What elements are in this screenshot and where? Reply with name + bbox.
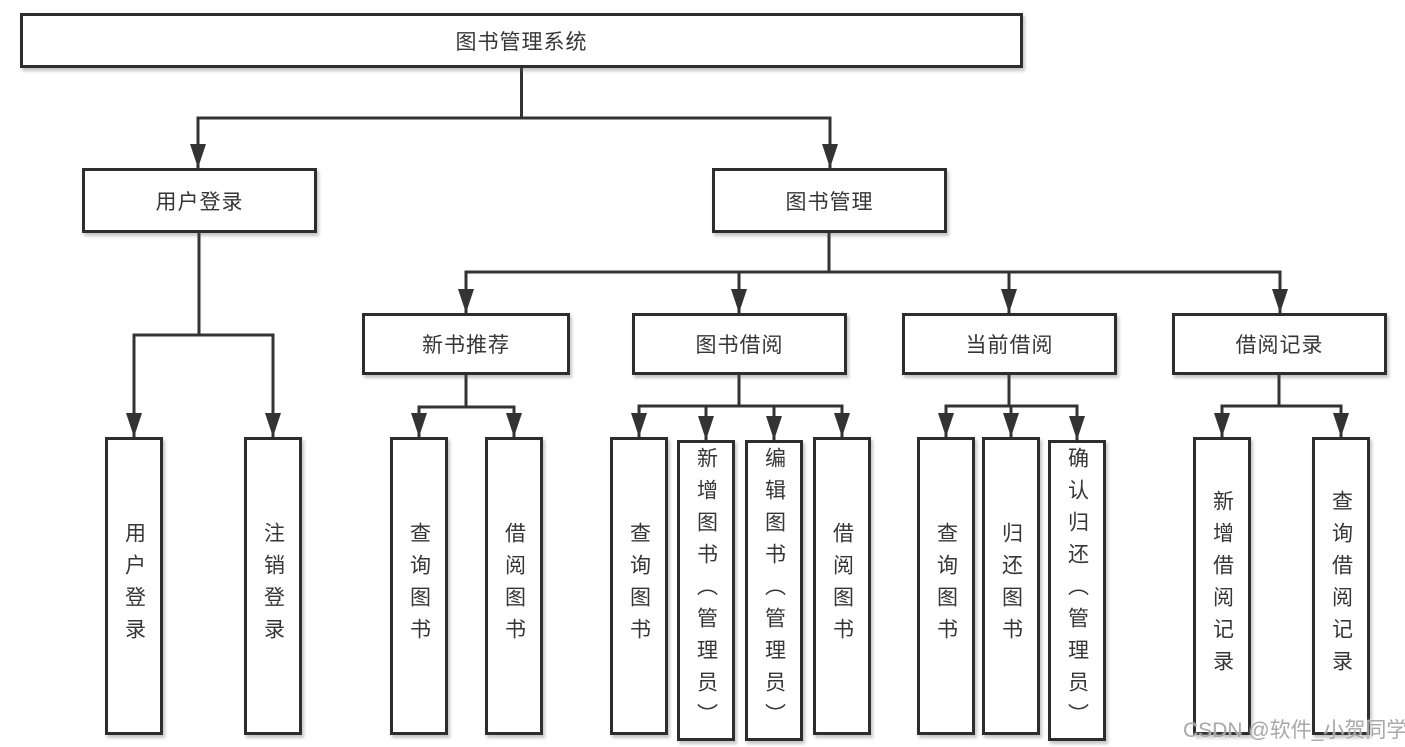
leaf-query-books-recommend: 查询图书: [390, 437, 448, 735]
node-current-borrowing: 当前借阅: [902, 313, 1117, 375]
watermark: CSDN @软件_小贺同学: [1183, 719, 1405, 742]
node-label: 图书借阅: [695, 334, 784, 357]
leaf-edit-book-admin: 编辑图书（管理员）: [745, 440, 803, 741]
leaf-query-books-current: 查询图书: [917, 437, 975, 735]
node-label: 查询图书: [407, 522, 431, 650]
node-label: 归还图书: [999, 522, 1023, 650]
node-label: 查询图书: [627, 522, 651, 650]
node-label: 用户登录: [122, 522, 146, 650]
leaf-borrow-books-borrowing: 借阅图书: [813, 437, 871, 735]
node-label: 借阅图书: [502, 522, 526, 650]
node-user-login: 用户登录: [82, 168, 317, 233]
node-label: 用户登录: [155, 190, 244, 214]
node-label: 新增借阅记录: [1210, 490, 1234, 682]
node-borrow-records: 借阅记录: [1172, 313, 1387, 375]
node-label: 新增图书（管理员）: [694, 446, 718, 735]
node-label: 确认归还（管理员）: [1065, 446, 1089, 735]
node-label: 图书管理系统: [455, 30, 588, 54]
leaf-return-books: 归还图书: [982, 437, 1040, 735]
leaf-confirm-return-admin: 确认归还（管理员）: [1048, 440, 1106, 741]
leaf-query-books-borrowing: 查询图书: [610, 437, 668, 735]
leaf-add-book-admin: 新增图书（管理员）: [677, 440, 735, 741]
leaf-query-borrow-record: 查询借阅记录: [1312, 437, 1370, 735]
node-book-management: 图书管理: [712, 168, 947, 233]
node-label: 当前借阅: [965, 334, 1054, 357]
node-label: 新书推荐: [422, 334, 510, 357]
node-label: 查询图书: [934, 522, 958, 650]
node-label: 注销登录: [261, 522, 285, 650]
node-label: 借阅记录: [1235, 334, 1324, 357]
leaf-add-borrow-record: 新增借阅记录: [1193, 437, 1251, 735]
node-label: 编辑图书（管理员）: [762, 446, 786, 735]
node-label: 借阅图书: [830, 522, 854, 650]
leaf-logout: 注销登录: [244, 437, 302, 735]
node-label: 查询借阅记录: [1329, 490, 1353, 682]
node-label: 图书管理: [785, 190, 874, 214]
leaf-user-login: 用户登录: [105, 437, 163, 735]
node-new-book-recommend: 新书推荐: [362, 313, 570, 375]
node-book-borrowing: 图书借阅: [632, 313, 847, 375]
leaf-borrow-books-recommend: 借阅图书: [485, 437, 543, 735]
root-node-library-system: 图书管理系统: [20, 13, 1023, 68]
